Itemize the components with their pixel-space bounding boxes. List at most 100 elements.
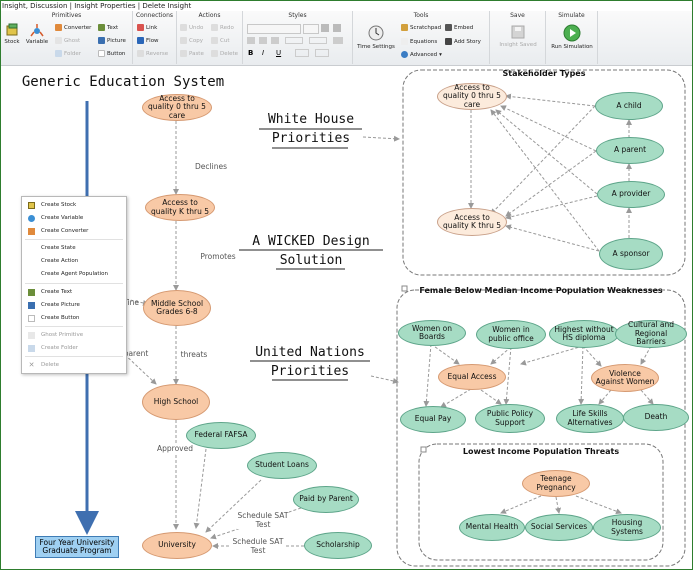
- paste-button[interactable]: Paste: [180, 50, 204, 57]
- stakeholder-group-border[interactable]: [402, 69, 686, 276]
- image-style-icon[interactable]: [333, 37, 343, 44]
- align-left-icon[interactable]: [247, 37, 255, 44]
- align-right-icon[interactable]: [271, 37, 279, 44]
- font-size-select[interactable]: [303, 24, 319, 34]
- stakeholder-group-title[interactable]: Stakeholder Types: [502, 69, 586, 78]
- f-node-women-public[interactable]: Women in public office: [476, 320, 546, 349]
- f-node-equal-access[interactable]: Equal Access: [438, 364, 506, 390]
- border-style-select[interactable]: [295, 49, 309, 57]
- picture-label: Picture: [107, 38, 126, 44]
- f-node-women-boards[interactable]: Women on Boards: [398, 320, 466, 346]
- l-node-mental-health[interactable]: Mental Health: [459, 514, 525, 541]
- diagram-canvas[interactable]: Generic Education System Access to quali…: [1, 66, 692, 569]
- ghost-button[interactable]: Ghost: [55, 37, 80, 44]
- undo-button[interactable]: Undo: [180, 24, 203, 31]
- button-button[interactable]: Button: [98, 50, 125, 57]
- menu-create-folder[interactable]: Create Folder: [22, 342, 126, 354]
- f-node-violence[interactable]: Violence Against Women: [591, 364, 659, 392]
- menu-create-state[interactable]: Create State: [22, 242, 126, 254]
- node-high-school[interactable]: High School: [142, 384, 210, 420]
- diagram-title[interactable]: Generic Education System: [21, 74, 225, 90]
- node-federal-fafsa[interactable]: Federal FAFSA: [186, 422, 256, 449]
- menu-ghost-primitive[interactable]: Ghost Primitive: [22, 329, 126, 341]
- node-paid-by-parent[interactable]: Paid by Parent: [293, 486, 359, 513]
- insight-saved-button[interactable]: Insight Saved: [494, 24, 542, 48]
- node-access-k-5[interactable]: Access to quality K thru 5: [145, 194, 215, 221]
- lowest-group-title[interactable]: Lowest Income Population Threats: [462, 447, 620, 456]
- fill-color-swatch[interactable]: [333, 24, 341, 32]
- copy-button[interactable]: Copy: [180, 37, 203, 44]
- variable-button[interactable]: Variable: [24, 23, 50, 45]
- menu-create-agent-population-label: Create Agent Population: [41, 271, 108, 277]
- line-style-select[interactable]: [285, 37, 303, 44]
- f-node-equal-pay[interactable]: Equal Pay: [400, 406, 466, 433]
- menu-ghost-primitive-label: Ghost Primitive: [41, 332, 84, 338]
- f-node-public-policy[interactable]: Public Policy Support: [475, 404, 545, 433]
- sh-node-provider[interactable]: A provider: [597, 181, 665, 208]
- lowest-group-handle[interactable]: [420, 446, 427, 453]
- l-node-teen-pregnancy[interactable]: Teenage Pregnancy: [522, 470, 590, 497]
- menu-create-button[interactable]: Create Button: [22, 312, 126, 324]
- delete-button[interactable]: Delete: [211, 50, 238, 57]
- text-white-house[interactable]: White House Priorities: [267, 112, 355, 146]
- node-scholarship[interactable]: Scholarship: [304, 532, 372, 559]
- advanced-button[interactable]: Advanced▾: [401, 51, 442, 58]
- picture-button[interactable]: Picture: [98, 37, 126, 44]
- embed-button[interactable]: Embed: [445, 24, 473, 31]
- shape-style-select[interactable]: [315, 49, 329, 57]
- link-teen-mental: [500, 495, 542, 514]
- f-node-death[interactable]: Death: [623, 404, 689, 431]
- node-access-0-5[interactable]: Access to quality 0 thru 5 care: [142, 94, 212, 121]
- sh-node-sponsor[interactable]: A sponsor: [599, 238, 663, 270]
- menu-delete[interactable]: ✕Delete: [22, 359, 126, 371]
- text-wicked-design[interactable]: A WICKED Design Solution: [252, 234, 370, 268]
- arrow-style-select[interactable]: [309, 37, 327, 44]
- menu-create-variable[interactable]: Create Variable: [22, 212, 126, 224]
- sh-node-child[interactable]: A child: [595, 92, 663, 120]
- l-node-housing-systems[interactable]: Housing Systems: [593, 514, 661, 541]
- lowest-group-border[interactable]: [418, 443, 664, 561]
- sh-node-parent[interactable]: A parent: [596, 137, 664, 164]
- reverse-button[interactable]: Reverse: [137, 50, 168, 57]
- sh-node-access-0-5[interactable]: Access to quality 0 thru 5 care: [437, 83, 507, 110]
- stock-four-year-university[interactable]: Four Year University Graduate Program: [35, 536, 119, 558]
- menu-create-converter[interactable]: Create Converter: [22, 225, 126, 237]
- menu-create-picture[interactable]: Create Picture: [22, 299, 126, 311]
- menu-create-stock[interactable]: Create Stock: [22, 199, 126, 211]
- stock-button[interactable]: Stock: [2, 23, 22, 45]
- female-group-border[interactable]: [396, 289, 686, 567]
- underline-button[interactable]: U: [276, 49, 282, 57]
- l-node-social-services[interactable]: Social Services: [525, 514, 593, 541]
- italic-button[interactable]: I: [262, 49, 265, 57]
- scratchpad-button[interactable]: Scratchpad: [401, 24, 441, 31]
- align-center-icon[interactable]: [259, 37, 267, 44]
- time-settings-button[interactable]: Time Settings: [357, 24, 395, 50]
- font-family-select[interactable]: [247, 24, 301, 34]
- folder-button[interactable]: Folder: [55, 50, 81, 57]
- node-university[interactable]: University: [142, 532, 212, 559]
- converter-button[interactable]: Converter: [55, 24, 91, 31]
- flow-button[interactable]: Flow: [137, 37, 159, 44]
- f-node-highest-hs[interactable]: Highest without HS diploma: [549, 320, 619, 348]
- alignment-buttons[interactable]: [247, 37, 347, 45]
- text-button[interactable]: Text: [98, 24, 118, 31]
- link-button[interactable]: Link: [137, 24, 157, 31]
- f-node-cultural-barriers[interactable]: Cultural and Regional Barriers: [615, 320, 687, 348]
- cut-button[interactable]: Cut: [211, 37, 229, 44]
- node-student-loans[interactable]: Student Loans: [247, 452, 317, 479]
- text-united-nations[interactable]: United Nations Priorities: [255, 345, 365, 379]
- redo-button[interactable]: Redo: [211, 24, 234, 31]
- equations-button[interactable]: Equations: [401, 38, 437, 45]
- sh-node-access-k-5[interactable]: Access to quality K thru 5: [437, 208, 507, 236]
- menu-create-agent-population[interactable]: Create Agent Population: [22, 268, 126, 280]
- run-simulation-button[interactable]: Run Simulation: [548, 24, 596, 50]
- text-color-swatch[interactable]: [321, 24, 329, 32]
- female-group-title[interactable]: Female Below Median Income Population We…: [419, 286, 663, 295]
- menu-create-text[interactable]: Create Text: [22, 286, 126, 298]
- f-node-life-skills[interactable]: Life Skills Alternatives: [556, 404, 624, 433]
- node-middle-school[interactable]: Middle School Grades 6-8: [143, 290, 211, 326]
- bold-button[interactable]: B: [248, 49, 254, 57]
- menu-create-action[interactable]: Create Action: [22, 255, 126, 267]
- add-story-button[interactable]: Add Story: [445, 38, 481, 45]
- female-group-handle[interactable]: [401, 285, 408, 292]
